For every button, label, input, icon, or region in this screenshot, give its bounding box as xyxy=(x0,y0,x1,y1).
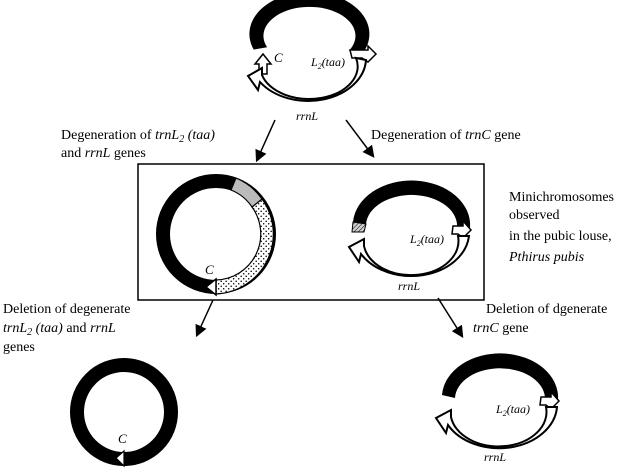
middle-right-l2-label: L2(taa) xyxy=(409,232,444,248)
degenerate-trnc-hatched-block xyxy=(351,221,367,233)
middle-right-trnl2-arrow xyxy=(451,219,473,240)
right-branch-arrow xyxy=(345,119,375,158)
ancestral-rrnl-gene-arrow xyxy=(246,56,368,102)
left-branch-arrow xyxy=(255,119,276,163)
middle-left-c-label: C xyxy=(205,262,214,277)
bottom-left-minichromosome: C xyxy=(70,358,178,468)
bottom-left-caption-line1: Deletion of degenerate xyxy=(3,302,131,317)
middle-right-minichromosome: L2(taa) rrnL xyxy=(347,180,473,293)
bottom-right-minichromosome: L2(taa) rrnL xyxy=(434,353,561,464)
pubic-louse-minichromosomes-box xyxy=(137,163,485,301)
box-note-line1: Minichromosomes xyxy=(509,190,614,205)
bottom-right-l2-label: L2(taa) xyxy=(495,402,530,418)
bottom-right-branch-arrow xyxy=(437,297,464,339)
bottom-right-caption-line1: Deletion of dgenerate xyxy=(486,302,607,317)
bottom-right-rrnl-arrow xyxy=(434,406,559,450)
bottom-left-caption-line3: genes xyxy=(3,340,35,355)
bottom-right-rrnl-label: rrnL xyxy=(484,450,506,464)
bottom-left-caption-line2: trnL2 (taa) and rrnL xyxy=(3,321,116,338)
ancestral-l2-label: L2(taa) xyxy=(310,55,345,71)
bottom-right-ring-black-arc xyxy=(442,353,559,400)
ancestral-minichromosome: C L2(taa) rrnL xyxy=(246,0,378,123)
left-branch-caption-line1: Degeneration of trnL2 (taa) xyxy=(61,128,215,145)
box-note-line2: observed xyxy=(509,208,560,223)
right-branch-caption: Degeneration of trnC gene xyxy=(371,128,521,143)
bottom-right-trnl2-arrow xyxy=(539,390,561,411)
degenerate-trnl2-grey-block xyxy=(230,177,263,208)
ancestral-ring-black-arc xyxy=(249,0,370,55)
ancestral-c-label: C xyxy=(274,50,283,65)
middle-right-rrnl-label: rrnL xyxy=(398,279,420,293)
middle-left-minichromosome: C xyxy=(156,174,276,297)
left-branch-caption-line2: and rrnL genes xyxy=(61,146,146,161)
middle-right-ring-black-arc xyxy=(353,180,471,228)
degenerate-rrnl-dotted-region xyxy=(215,198,274,295)
bottom-left-c-label: C xyxy=(118,431,127,446)
bottom-right-caption-line2: trnC gene xyxy=(473,321,529,336)
bottom-left-trnc-arrow xyxy=(115,449,125,468)
box-note-line3: in the pubic louse, xyxy=(509,229,612,244)
middle-right-rrnl-arrow xyxy=(347,235,471,278)
box-note-line4: Pthirus pubis xyxy=(508,250,585,265)
ancestral-rrnl-label: rrnL xyxy=(296,109,318,123)
middle-left-trnc-arrow xyxy=(204,277,217,297)
bottom-left-branch-arrow xyxy=(195,299,214,338)
